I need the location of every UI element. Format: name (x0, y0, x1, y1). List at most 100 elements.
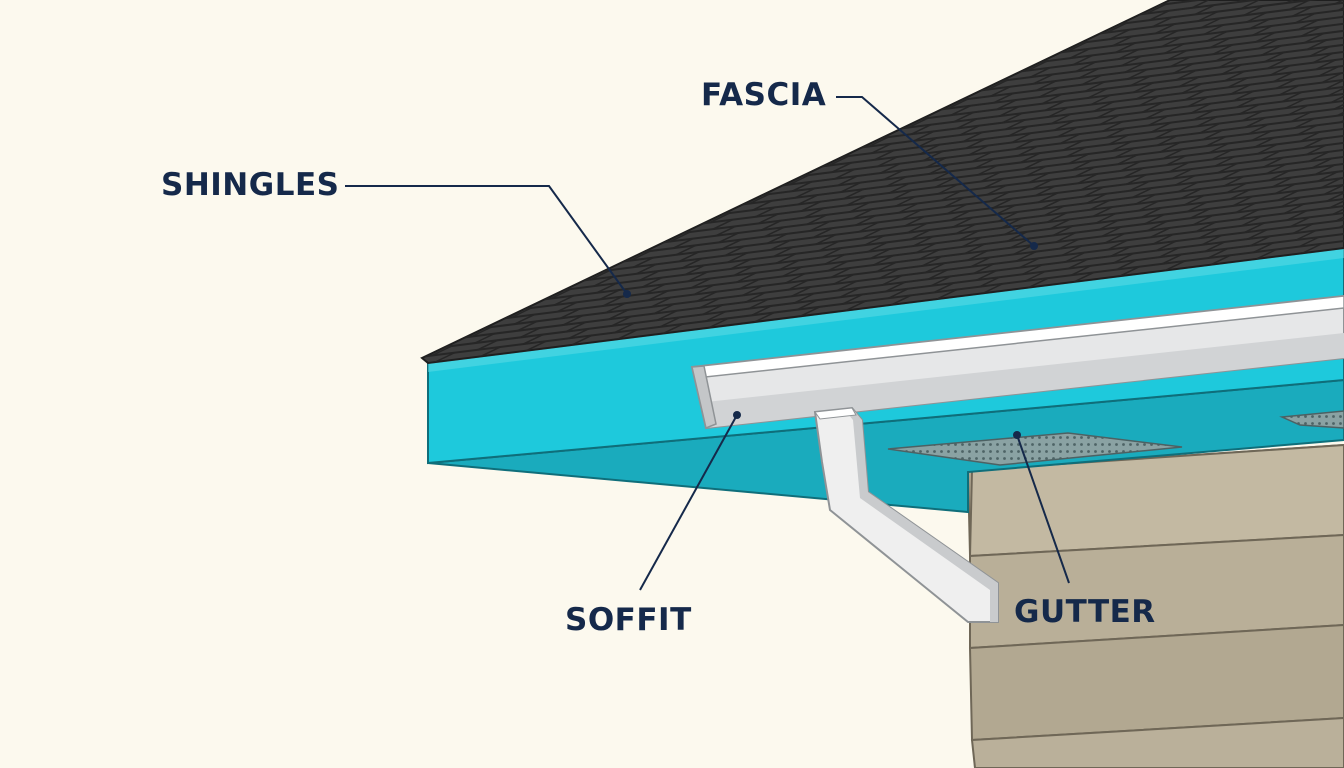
shingle-joint-line (1012, 27, 1033, 39)
shingle-joint-line (465, 313, 486, 324)
shingle-joint-line (895, 196, 916, 207)
shingle-joint-line (636, 263, 657, 275)
shingle-joint-line (751, 305, 772, 317)
shingle-joint-line (650, 296, 672, 308)
shingle-joint-line (1177, 181, 1199, 193)
shingle-joint-line (793, 292, 815, 304)
leader-line-shingles (345, 185, 628, 295)
shingle-joint-line (590, 269, 611, 281)
shingle-joint-line (887, 70, 908, 82)
shingle-joint-line (728, 146, 749, 158)
shingle-joint-line (769, 239, 791, 251)
shingle-joint-line (1043, 205, 1065, 217)
shingle-joint-line (884, 64, 905, 76)
shingle-joint-line (946, 203, 968, 215)
shingle-joint-line (1190, 102, 1212, 114)
shingle-joint-line (1064, 251, 1086, 263)
shingle-joint-line (880, 162, 901, 174)
shingle-joint-line (571, 334, 593, 346)
shingle-joint-line (799, 306, 821, 317)
shingle-joint-line (959, 124, 980, 136)
shingle-joint-line (1248, 123, 1269, 135)
shingle-joint-line (1053, 120, 1075, 131)
shingle-joint-line (1119, 266, 1140, 277)
shingle-joint-line (1246, 11, 1267, 23)
shingle-joint-line (995, 204, 1016, 216)
shingle-joint-line (980, 171, 1001, 183)
shingle-joint-line (1112, 35, 1133, 47)
shingle-joint-line (730, 258, 751, 270)
shingle-joint-line (812, 227, 834, 239)
shingle-joint-line (727, 252, 748, 264)
shingle-joint-line (982, 283, 1003, 295)
shingle-joint-line (816, 128, 838, 140)
shingle-joint-line (1075, 61, 1097, 73)
shingle-joint-line (1226, 182, 1247, 194)
shingle-joint-line (562, 314, 584, 326)
shingle-joint-line (694, 179, 716, 191)
shingle-joint-line (1101, 226, 1122, 238)
shingle-joint-line (654, 198, 676, 210)
shingle-joint-line (1092, 206, 1113, 218)
shingle-joint-line (1056, 126, 1078, 138)
shingle-joint-line (1011, 132, 1032, 144)
shingle-joint-line (614, 322, 635, 334)
downspout (813, 406, 999, 623)
shingle-joint-line (1159, 141, 1181, 153)
shingle-joint-line (919, 143, 941, 155)
shingle-joint-line (681, 257, 703, 269)
shingle-joint-line (1254, 136, 1275, 148)
shingle-joint-line (1017, 145, 1038, 157)
shingle-joint-line (1332, 204, 1344, 216)
soffit-vent-icon (1279, 410, 1344, 429)
shingle-joint-line (929, 58, 951, 70)
shingle-joint-line (876, 261, 897, 273)
shingle-joint-line (955, 223, 977, 235)
shingle-joint-line (1293, 117, 1315, 129)
leader-dot-shingles (623, 290, 631, 298)
shingle-joint-line (344, 364, 364, 373)
shingle-joint-line (559, 308, 581, 320)
shingle-joint-line (856, 109, 877, 121)
shingle-joint-line (1339, 112, 1344, 124)
shingle-joint-line (1197, 10, 1219, 22)
shingle-joint-line (1169, 56, 1191, 68)
shingle-joint-line (868, 136, 889, 148)
shingle-joint-line (447, 273, 469, 285)
shingle-joint-line (1120, 160, 1141, 172)
shingle-joint-line (371, 319, 391, 328)
leader-dot-fascia (1030, 242, 1038, 250)
shingle-joint-line (1312, 52, 1334, 64)
shingle-joint-line (934, 177, 956, 188)
shingle-joint-line (830, 267, 852, 279)
shingle-joint-line (787, 279, 809, 291)
shingle-joint-line (1336, 105, 1344, 117)
shingle-joint-line (935, 71, 957, 83)
leader-lines (345, 96, 1070, 591)
shingle-joint-line (800, 200, 822, 212)
shingle-joint-line (1160, 36, 1182, 48)
shingle-joint-line (1269, 170, 1290, 181)
shingle-joint-line (764, 226, 785, 238)
shingle-joint-line (1272, 176, 1293, 188)
shingle-joint-line (656, 310, 678, 321)
shingle-joint-line (422, 312, 438, 324)
shingle-joint-line (813, 122, 835, 134)
shingle-joint-line (1165, 155, 1187, 166)
shingle-joint-line (896, 90, 917, 102)
shingle-joint-line (1158, 247, 1180, 258)
shingle-joint-line (882, 274, 903, 286)
shingle-joint-line (422, 305, 435, 317)
shingle-joint-line (858, 221, 879, 233)
shingle-joint-line (1242, 110, 1263, 122)
shingle-joint-line (842, 293, 863, 305)
shingle-joint-line (1047, 106, 1069, 118)
shingle-joint-line (505, 294, 526, 305)
shingle-joint-line (1183, 194, 1205, 206)
shingle-joint-line (907, 117, 929, 129)
shingle-joint-line (1281, 91, 1303, 103)
shingle-joint-line (1029, 67, 1051, 78)
shingle-joint-line (839, 287, 860, 298)
shingle-joint-line (977, 164, 998, 176)
shingle-joint-line (975, 52, 996, 64)
